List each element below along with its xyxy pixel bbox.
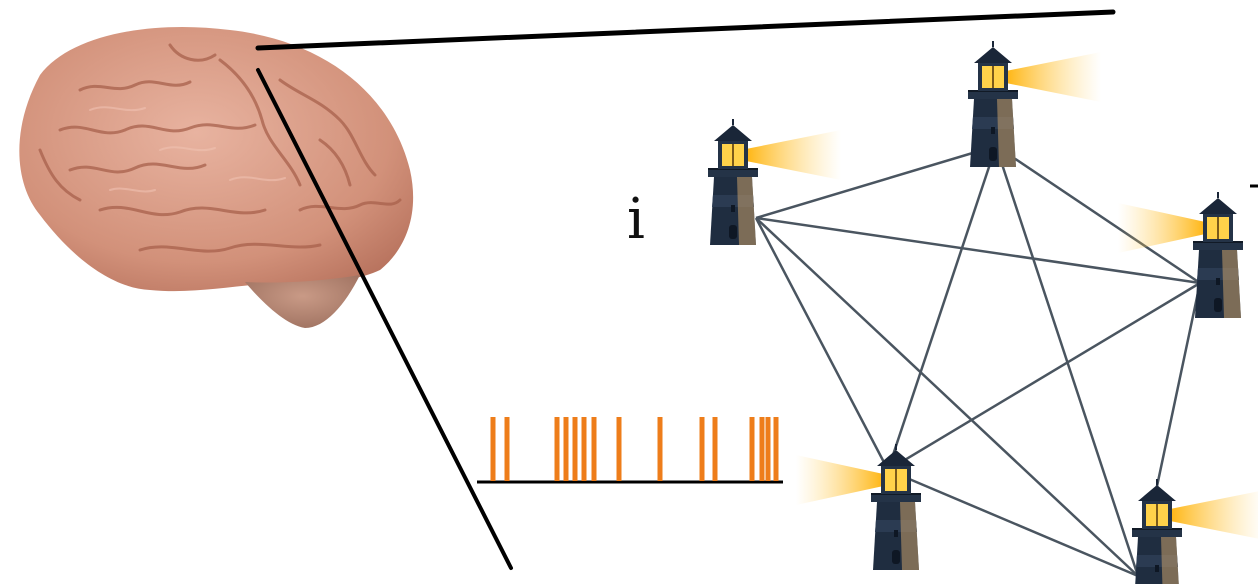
node-label-i: i	[627, 187, 645, 252]
spike-ticks	[490, 417, 779, 481]
light-beam-icon	[796, 455, 888, 505]
network-edge	[755, 216, 1201, 285]
spike-tick	[572, 417, 578, 481]
lighthouse-tower	[1131, 478, 1183, 584]
spike-tick	[563, 417, 569, 481]
lighthouse-tower	[967, 40, 1019, 168]
spike-tick	[759, 417, 765, 481]
lighthouse-icon	[1118, 191, 1244, 319]
spike-tick	[749, 417, 755, 481]
lighthouse-icon	[1131, 478, 1258, 584]
network-edge	[995, 144, 1201, 285]
spike-tick	[699, 417, 705, 481]
spike-tick	[657, 417, 663, 481]
spike-tick	[773, 417, 779, 481]
light-beam-icon	[1001, 52, 1101, 102]
zoom-line-bottom	[256, 68, 513, 570]
lighthouse-icon	[707, 118, 841, 246]
spike-train	[477, 417, 783, 484]
spike-tick	[591, 417, 597, 481]
lighthouse-tower	[707, 118, 759, 246]
network-edge	[887, 468, 1139, 578]
light-beam-icon	[1165, 491, 1258, 539]
network-edge	[994, 145, 1140, 577]
network-edge	[886, 145, 998, 471]
spike-tick	[504, 417, 510, 481]
network-edge	[887, 281, 1201, 472]
lighthouse-icon	[967, 40, 1101, 168]
spike-tick	[554, 417, 560, 481]
lighthouse-tower	[1192, 191, 1244, 319]
light-beam-icon	[1118, 203, 1210, 253]
spike-tick	[712, 417, 718, 481]
network-edge	[755, 217, 1139, 577]
lighthouse-icon	[796, 443, 922, 571]
light-beam-icon	[741, 130, 841, 180]
spike-tick	[490, 417, 496, 481]
network-edge	[754, 217, 890, 471]
spike-tick	[581, 417, 587, 481]
brain-icon	[19, 27, 414, 328]
spike-tick	[616, 417, 622, 481]
spike-tick	[765, 417, 771, 481]
zoom-line-top	[255, 9, 1116, 51]
network-edge	[755, 144, 997, 220]
lighthouse-tower	[870, 443, 922, 571]
network-edges	[754, 144, 1202, 578]
network-nodes	[707, 40, 1258, 584]
